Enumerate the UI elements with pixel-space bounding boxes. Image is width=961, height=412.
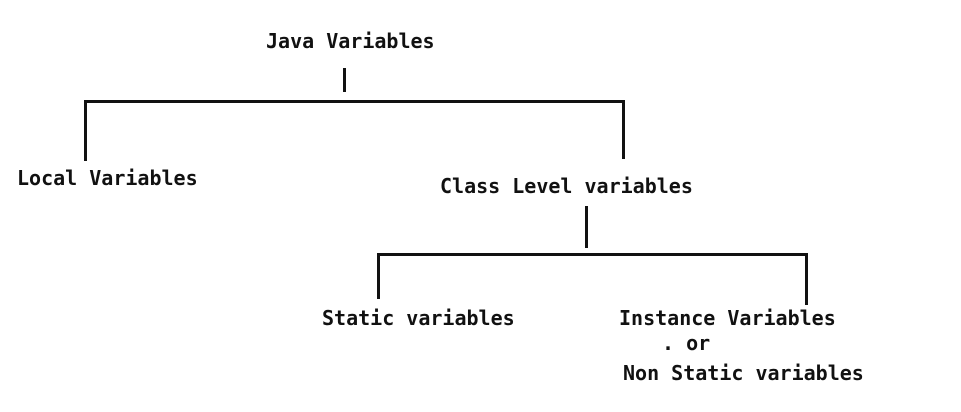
top-horizontal-line [84,100,625,103]
static-branch-line [377,253,380,299]
root-stem-line [343,68,346,92]
instance-branch-line [805,256,808,305]
local-variables-node: Local Variables [17,166,198,190]
instance-variables-node: Instance Variables [619,306,836,330]
non-static-variables-node: Non Static variables [623,361,864,385]
local-branch-line [84,100,87,161]
class-stem-line [585,206,588,248]
class-level-variables-node: Class Level variables [440,174,693,198]
or-text: . or [662,331,711,355]
class-branch-line [622,100,625,159]
class-horizontal-line [377,253,808,256]
java-variables-node: Java Variables [266,29,435,53]
static-variables-node: Static variables [322,306,515,330]
